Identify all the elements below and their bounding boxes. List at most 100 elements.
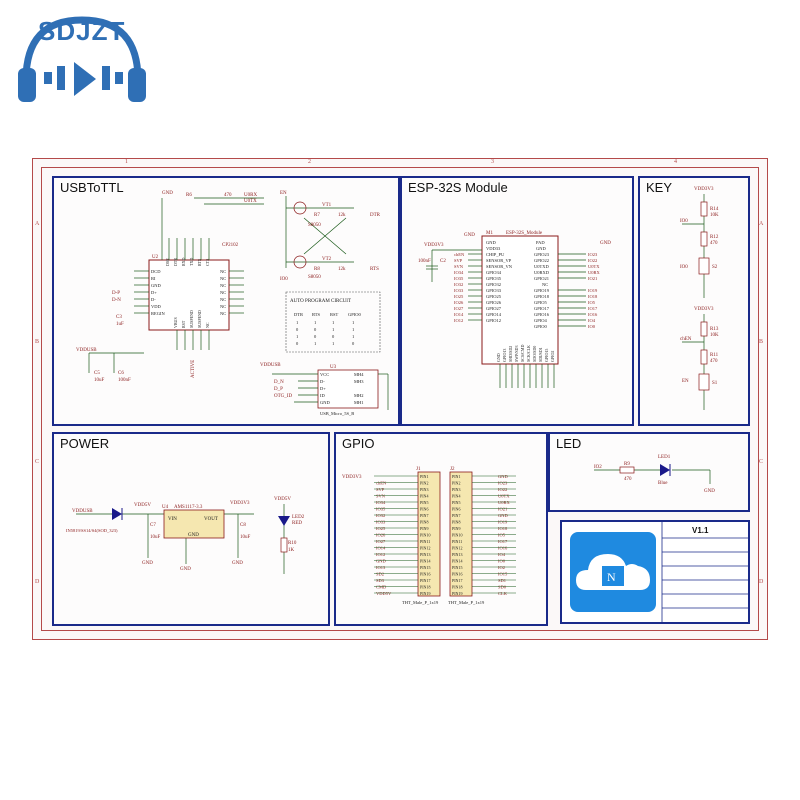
gpio-left-net: SVN	[376, 494, 386, 499]
gpio-right-net: IO19	[498, 520, 508, 525]
auto-table-h-dtr: DTR	[294, 312, 303, 317]
gpio-right-net: CLK	[498, 591, 508, 596]
usb-conn-part: USB_Micro_5S_B	[320, 411, 354, 416]
schottky-diode-icon	[112, 508, 122, 520]
usbtottl-schematic: U2 CP2102 DCD RI GND D+ D- VDD REGIN NC …	[76, 191, 389, 416]
gpio-j1-pin: PIN9	[420, 526, 428, 531]
esp-net-io16: IO16	[588, 312, 598, 317]
auto-net-rts: RTS	[370, 267, 379, 272]
key-net-en: EN	[682, 379, 689, 384]
esp32s-bottom-pins: GND GPIO13 SHD/SD2 SWP/SD3 SCS/CMD SCK/C…	[496, 345, 555, 362]
gpio-left-net: IO27	[376, 539, 386, 544]
esp-pin-b-gpio13: GPIO13	[502, 349, 507, 362]
esp-pin-svp: SENSOR_VP	[486, 258, 512, 263]
gpio-j2-pin: PIN19	[452, 591, 462, 596]
power-c8-val: 10uF	[240, 535, 251, 540]
ams-pin-vout: VOUT	[204, 517, 218, 522]
cp2102-pin-nc4: NC	[220, 290, 226, 295]
esp32s-gnd-top: GND	[464, 233, 475, 238]
esp-pin-b-sd2: SHD/SD2	[508, 346, 513, 362]
auto-table-cell: 1	[296, 320, 298, 325]
esp-pin-gpio27: GPIO27	[486, 306, 502, 311]
cp2102-ref: U2	[152, 255, 159, 260]
gpio-left-net: chEN	[376, 481, 387, 486]
usb-c6-ref: C6	[118, 371, 124, 376]
esp32s-pgnd: GND	[600, 241, 611, 246]
key-r13-val: 10K	[710, 333, 719, 338]
gpio-j1-pin: PIN6	[420, 507, 428, 512]
esp-pin-gpio14: GPIO14	[486, 312, 502, 317]
usb-conn-wires	[272, 373, 389, 410]
panel-title-usbtottl: USBToTTL	[60, 180, 124, 195]
gpio-j1-pin: PIN19	[420, 591, 430, 596]
cp2102-pin-nc6: NC	[220, 304, 226, 309]
key-power-bottom: VDD3V3	[694, 307, 714, 312]
esp32s-left-nets: chEN SVP SVN IO34 IO35 IO32 IO33 IO25 IO…	[454, 252, 465, 323]
power-net-vddusb: VDDUSB	[72, 509, 93, 514]
key-parts	[698, 201, 710, 391]
ruler-row-b-right: B	[759, 339, 764, 345]
panel-esp32s: ESP-32S Module M1 ESP-32S_Module VDD3V3 …	[400, 176, 634, 426]
panel-power: POWER VIN VOUT GND U4 AMS1117-3.3 VDDUSB…	[52, 432, 330, 626]
gpio-j1-header	[417, 471, 441, 597]
cp2102-pin-nc7: NC	[220, 311, 226, 316]
gpio-j1-pin: PIN1	[420, 474, 428, 479]
usb-conn-mh4: MH4	[354, 372, 364, 377]
usb-gnd-top: GND	[162, 191, 173, 196]
auto-table-cell: 0	[332, 334, 335, 339]
cloud-chip-icon: N	[576, 554, 650, 590]
esp-pin-gpio4: GPIO4	[534, 318, 548, 323]
key-r14-val: 10K	[710, 213, 719, 218]
gpio-j2-pin: PIN10	[452, 533, 462, 538]
gpio-left-net: SVP	[376, 487, 385, 492]
panel-usbtottl: USBToTTL U2 CP2102 DCD RI GND D+ D- VDD …	[52, 176, 400, 426]
gpio-right-net: SD0	[498, 585, 507, 590]
led2-icon	[278, 516, 290, 526]
usb-conn-mh3: MH3	[354, 379, 364, 384]
key-r13-ref: R13	[710, 327, 719, 332]
cp2102-pin-dm: D-	[151, 297, 156, 302]
led-net-io2: IO2	[594, 465, 602, 470]
esp-net-io0: IO0	[588, 324, 596, 329]
cp2102-pin-dp: D+	[151, 290, 157, 295]
key-schematic: VDD3V3 VDD3V3 R14 10K R12 470 S2 IO0 IO0…	[680, 187, 719, 410]
esp32s-pin-wires	[468, 253, 586, 388]
esp-pin-gpio5: GPIO5	[534, 300, 548, 305]
power-r10-ref: R10	[288, 541, 297, 546]
key-net-chen: chEN	[680, 337, 692, 342]
gpio-j2-pin: PIN13	[452, 552, 462, 557]
esp-pin-b-sd1: SDI/SD1	[538, 347, 543, 362]
key-r14-ref: R14	[710, 207, 719, 212]
gpio-right-net: SD1	[498, 578, 506, 583]
esp-net-io12: IO12	[454, 318, 463, 323]
gpio-right-net: IO5	[498, 533, 506, 538]
cp2102-pin-nc3: NC	[220, 283, 226, 288]
auto-r7-ref: R7	[314, 213, 320, 218]
led1-color: Blue	[658, 481, 668, 486]
esp32s-cap-val: 100nF	[418, 259, 431, 264]
usb-conn-mh2: MH2	[354, 393, 364, 398]
cp2102-pin-suspend: SUSPEND	[189, 310, 194, 328]
esp-pin-gpio25: GPIO25	[486, 294, 502, 299]
gpio-j2-pin: PIN17	[452, 578, 462, 583]
cp2102-pin-vdd: VDD	[151, 304, 161, 309]
cp2102-pin-nc-b: NC	[205, 322, 210, 328]
cp2102-pin-suspend2: SUSPEND	[197, 310, 202, 328]
auto-r8-ref: R8	[314, 267, 320, 272]
gpio-j1: J1	[416, 467, 421, 472]
gpio-right-net: U0TX	[498, 494, 510, 499]
usb-r6-ref: R6	[186, 193, 192, 198]
power-gnd-2: GND	[180, 567, 191, 572]
auto-table-cell: 1	[352, 320, 354, 325]
power-diode-part: IN5819/SS14/S4(SOD_323)	[66, 528, 118, 533]
auto-table-title: AUTO PROGRAM CIRCUIT	[290, 299, 351, 304]
ams-part: AMS1117-3.3	[174, 505, 203, 510]
power-schematic: VIN VOUT GND U4 AMS1117-3.3 VDDUSB VDD5V…	[66, 497, 305, 574]
gpio-j2-pin: PIN4	[452, 494, 460, 499]
esp-net-svp: SVP	[454, 258, 463, 263]
esp-pin-gpio19: GPIO19	[534, 288, 550, 293]
auto-table-cell: 1	[352, 327, 354, 332]
esp-net-io18: IO18	[588, 294, 598, 299]
gpio-j2-footprint: THT_Male_P_1x19	[448, 600, 485, 605]
gpio-j1-pin: PIN14	[420, 559, 430, 564]
